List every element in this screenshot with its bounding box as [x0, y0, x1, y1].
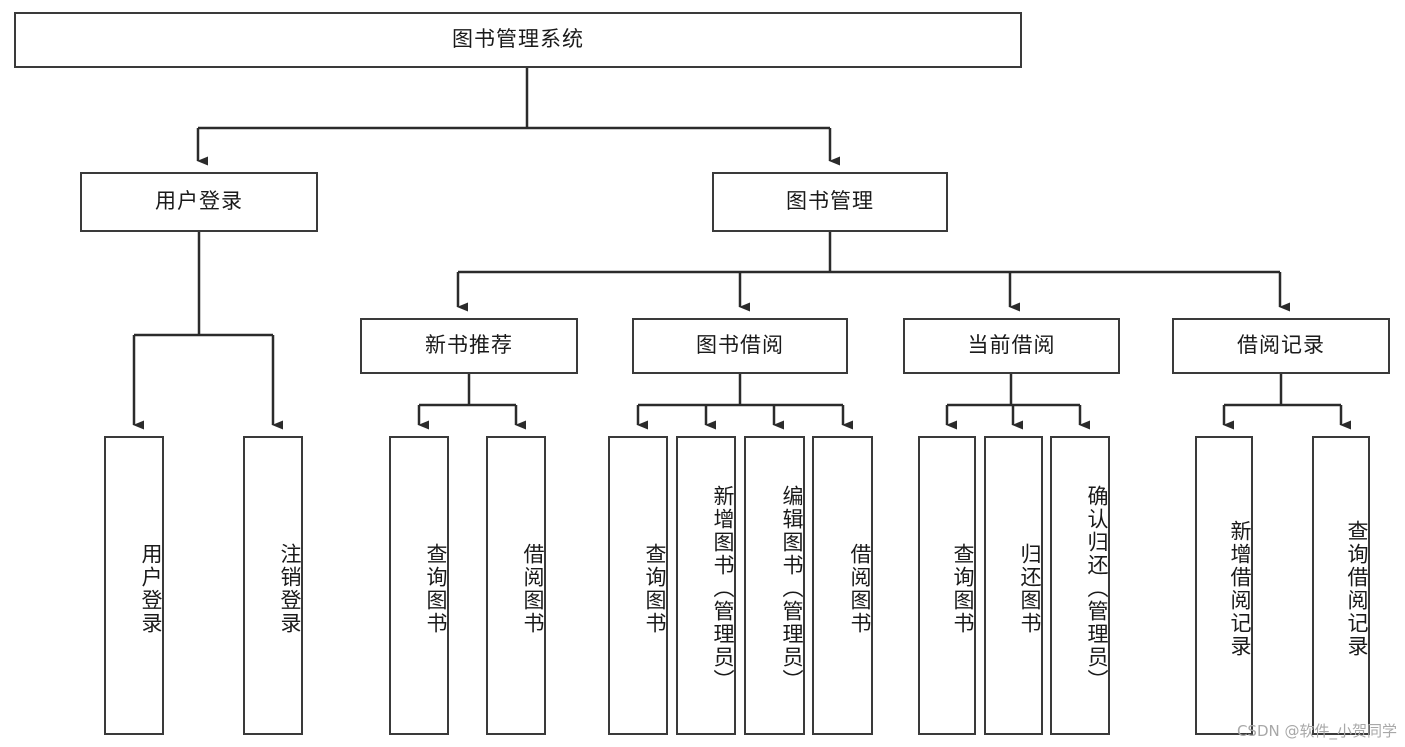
node-book-borrow[interactable]: 图书借阅	[632, 318, 848, 374]
node-leaf-query-book-1[interactable]: 查询图书	[389, 436, 449, 735]
node-leaf-borrow-book-1[interactable]: 借阅图书	[486, 436, 546, 735]
node-leaf-confirm-return-admin[interactable]: 确认归还（管理员）	[1050, 436, 1110, 735]
node-label: 查询图书	[643, 542, 667, 635]
node-label: 当前借阅	[967, 333, 1056, 358]
node-current-borrow[interactable]: 当前借阅	[903, 318, 1120, 374]
node-label: 归还图书	[1018, 542, 1042, 635]
node-label: 图书管理	[786, 189, 874, 214]
node-label: 新书推荐	[425, 333, 513, 358]
node-user-login[interactable]: 用户登录	[80, 172, 318, 232]
node-leaf-query-book-3[interactable]: 查询图书	[918, 436, 976, 735]
node-label: 查询借阅记录	[1345, 519, 1369, 658]
node-label: 借阅记录	[1237, 333, 1325, 358]
node-label: 用户登录	[155, 189, 243, 214]
node-leaf-user-login[interactable]: 用户登录	[104, 436, 164, 735]
node-leaf-add-borrow-record[interactable]: 新增借阅记录	[1195, 436, 1253, 735]
watermark-text: CSDN @软件_小贺同学	[1236, 722, 1397, 740]
node-leaf-edit-book-admin[interactable]: 编辑图书（管理员）	[744, 436, 805, 735]
node-label: 新增图书（管理员）	[711, 485, 735, 692]
node-leaf-query-borrow-record[interactable]: 查询借阅记录	[1312, 436, 1370, 735]
node-label: 确认归还（管理员）	[1085, 485, 1109, 692]
node-label: 查询图书	[951, 542, 975, 635]
node-label: 注销登录	[278, 542, 302, 635]
node-label: 编辑图书（管理员）	[780, 485, 804, 692]
node-label: 图书管理系统	[452, 27, 584, 52]
node-leaf-borrow-book-2[interactable]: 借阅图书	[812, 436, 873, 735]
node-label: 图书借阅	[696, 333, 784, 358]
node-root[interactable]: 图书管理系统	[14, 12, 1022, 68]
node-new-book-recommend[interactable]: 新书推荐	[360, 318, 578, 374]
node-label: 用户登录	[139, 542, 163, 635]
node-label: 新增借阅记录	[1228, 519, 1252, 658]
node-book-management[interactable]: 图书管理	[712, 172, 948, 232]
node-borrow-record[interactable]: 借阅记录	[1172, 318, 1390, 374]
node-label: 查询图书	[424, 542, 448, 635]
node-leaf-logout-login[interactable]: 注销登录	[243, 436, 303, 735]
node-label: 借阅图书	[848, 542, 872, 635]
node-leaf-query-book-2[interactable]: 查询图书	[608, 436, 668, 735]
node-leaf-return-book[interactable]: 归还图书	[984, 436, 1043, 735]
node-label: 借阅图书	[521, 542, 545, 635]
node-leaf-add-book-admin[interactable]: 新增图书（管理员）	[676, 436, 736, 735]
